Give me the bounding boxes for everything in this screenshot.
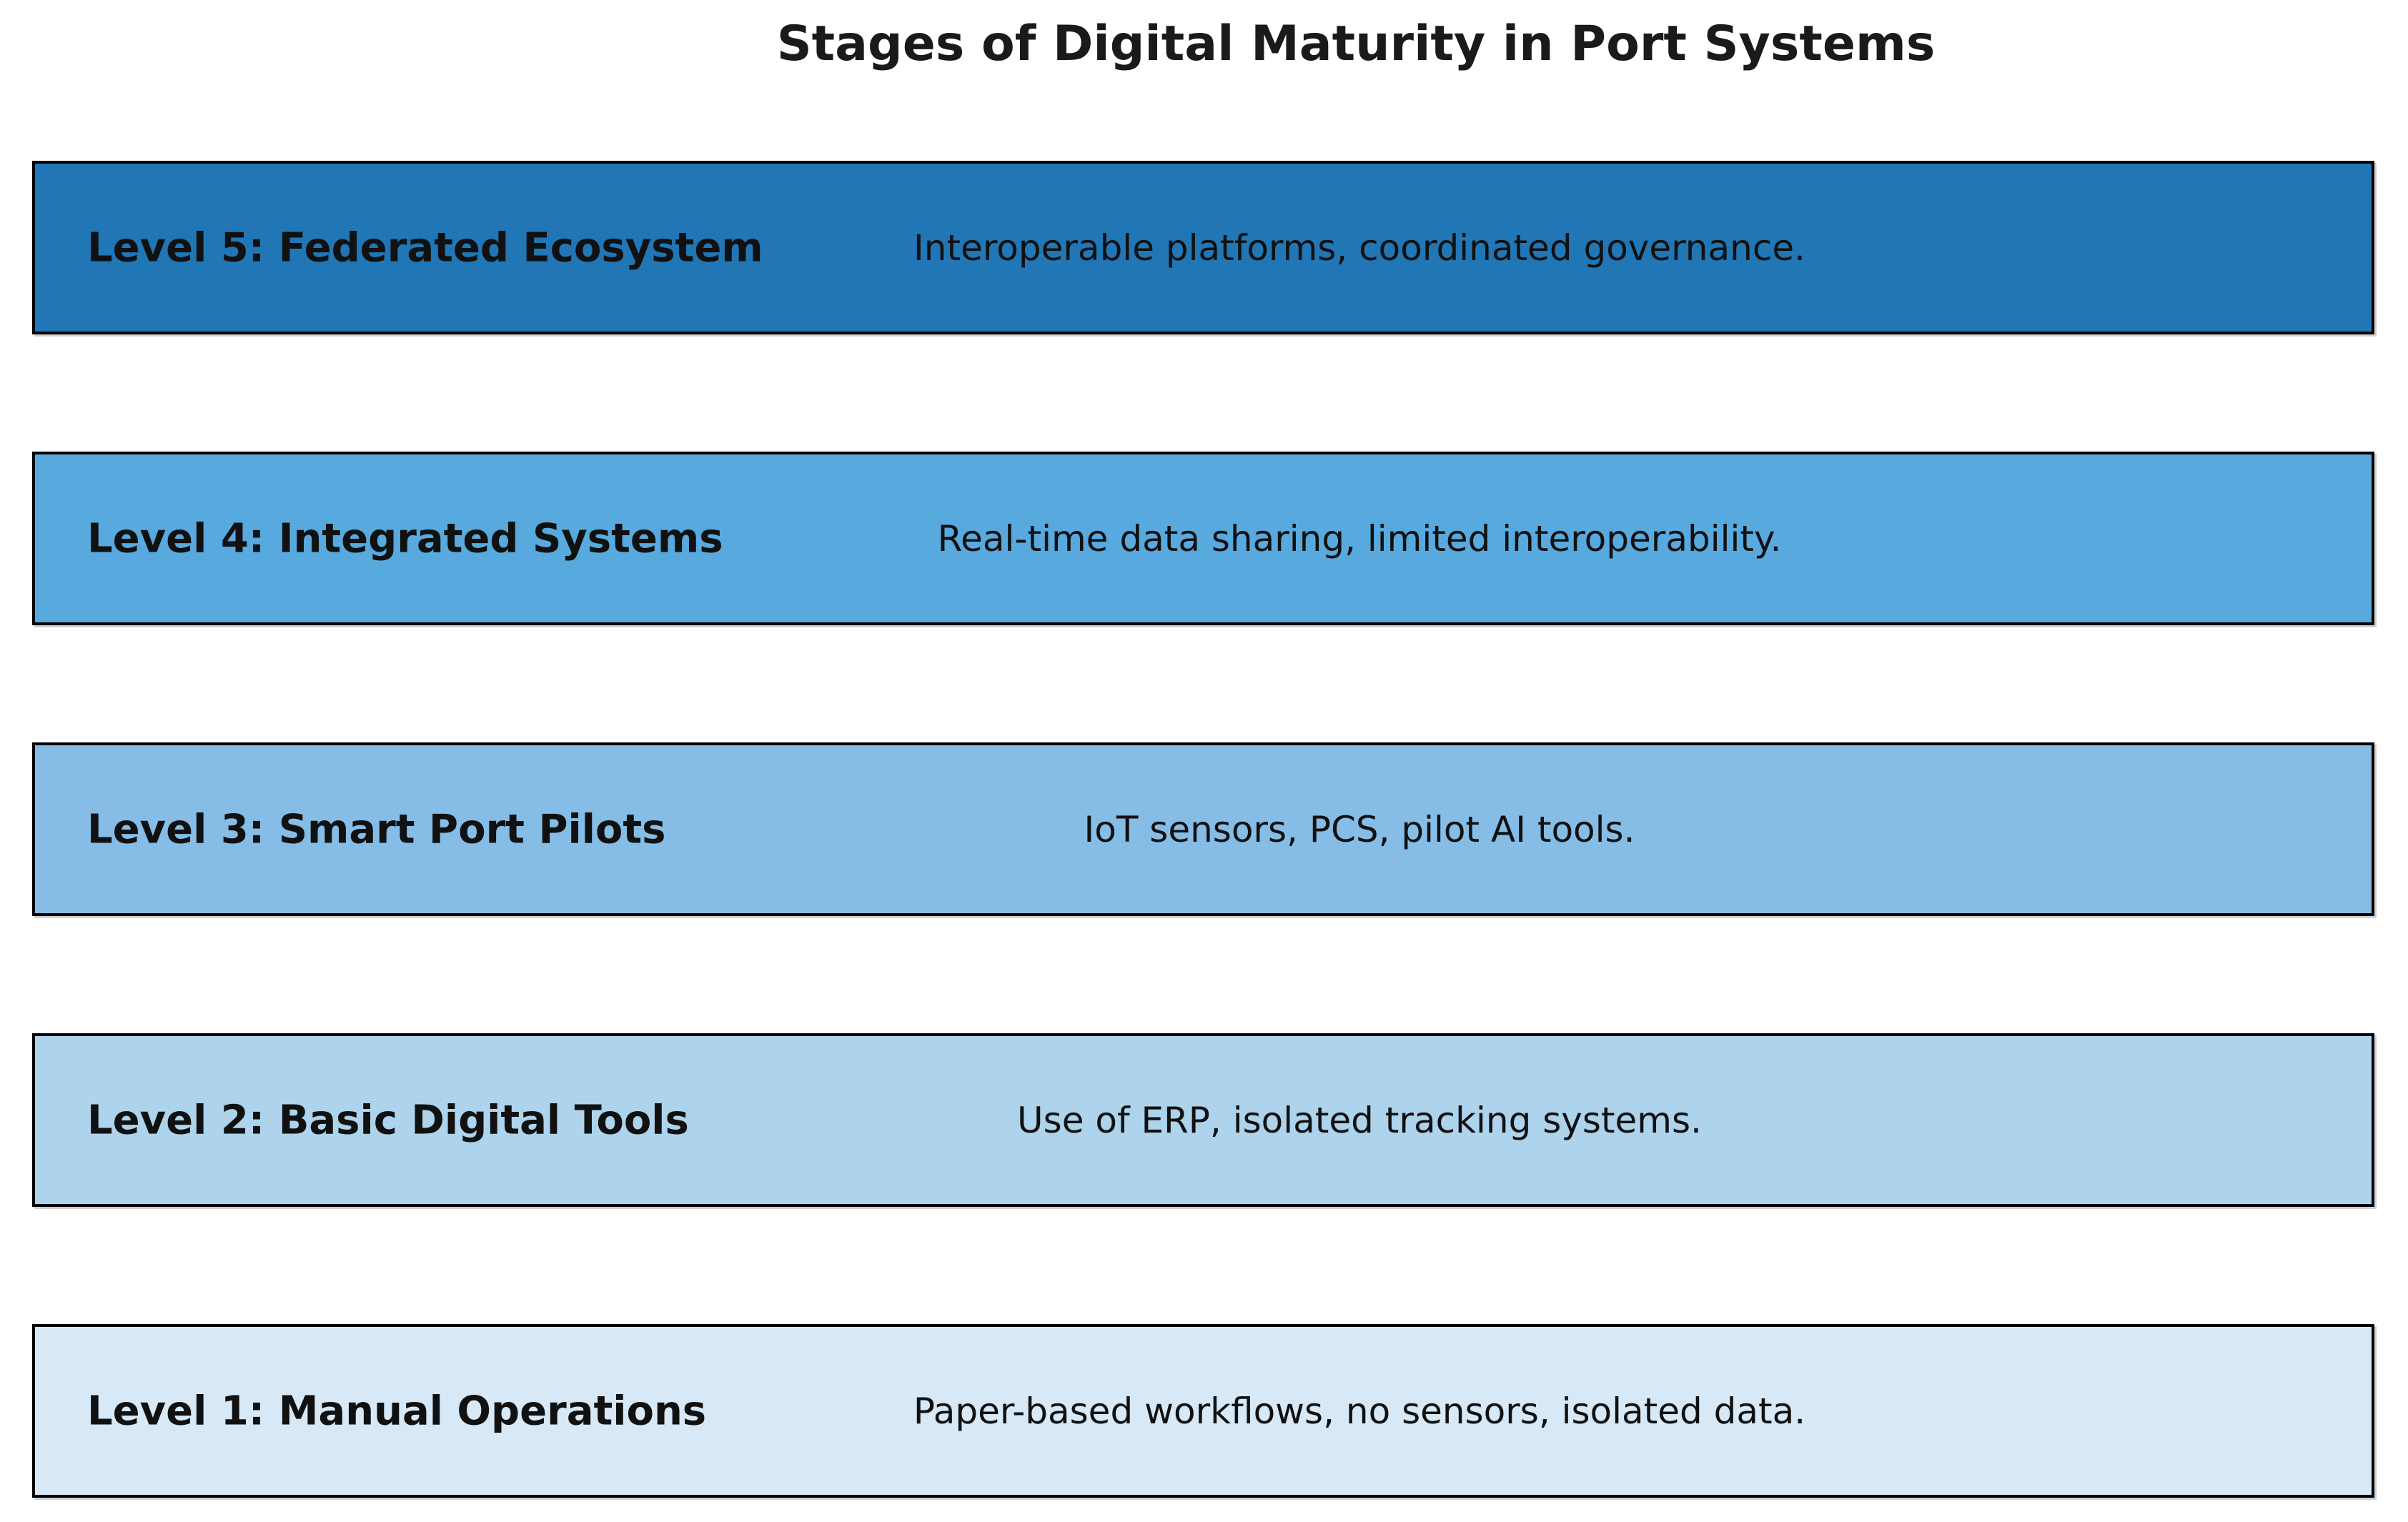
level-1-bar: Level 1: Manual Operations Paper-based w…	[32, 1324, 2374, 1498]
level-4-label: Level 4: Integrated Systems	[87, 515, 723, 562]
level-5-description: Interoperable platforms, coordinated gov…	[913, 227, 1805, 269]
level-4-bar: Level 4: Integrated Systems Real-time da…	[32, 452, 2374, 625]
level-2-description: Use of ERP, isolated tracking systems.	[1017, 1099, 1702, 1141]
level-3-bar: Level 3: Smart Port Pilots IoT sensors, …	[32, 742, 2374, 916]
level-3-label: Level 3: Smart Port Pilots	[87, 806, 666, 852]
level-3-description: IoT sensors, PCS, pilot AI tools.	[1084, 808, 1635, 850]
level-2-bar: Level 2: Basic Digital Tools Use of ERP,…	[32, 1033, 2374, 1207]
level-4-description: Real-time data sharing, limited interope…	[937, 517, 1782, 559]
level-1-label: Level 1: Manual Operations	[87, 1388, 707, 1434]
figure-title: Stages of Digital Maturity in Port Syste…	[776, 16, 1936, 72]
level-2-label: Level 2: Basic Digital Tools	[87, 1097, 689, 1143]
level-5-label: Level 5: Federated Ecosystem	[87, 224, 763, 271]
level-5-bar: Level 5: Federated Ecosystem Interoperab…	[32, 161, 2374, 334]
level-1-description: Paper-based workflows, no sensors, isola…	[913, 1390, 1806, 1432]
